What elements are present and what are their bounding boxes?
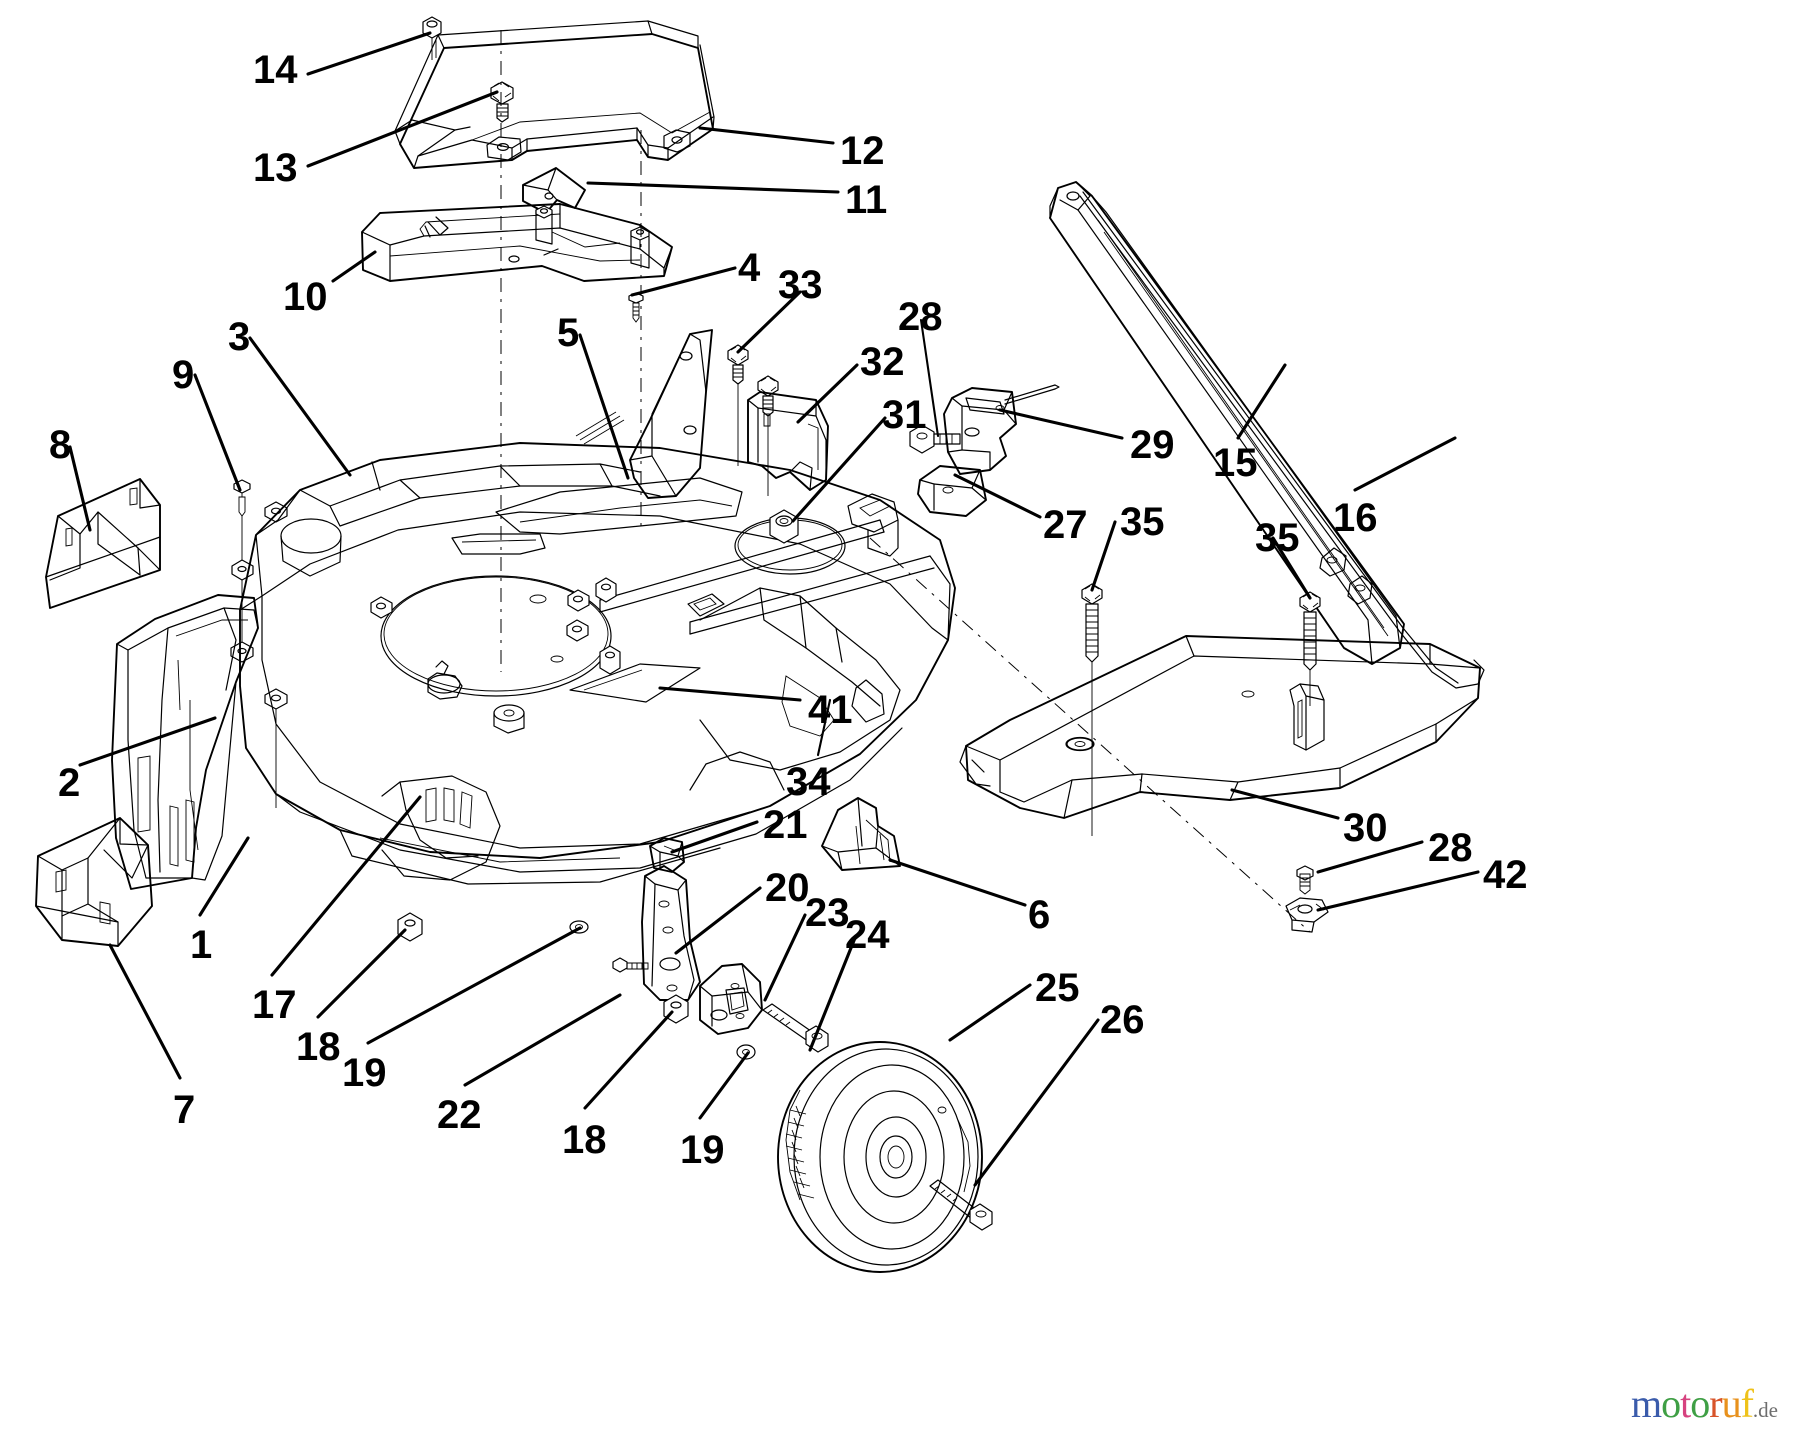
part-24-25-wheel bbox=[777, 1041, 983, 1273]
callout-5: 5 bbox=[557, 311, 580, 355]
callout-11: 11 bbox=[845, 178, 888, 222]
callout-32: 32 bbox=[860, 340, 905, 384]
part-11-deflector bbox=[522, 167, 586, 214]
callout-9: 9 bbox=[172, 353, 195, 397]
watermark-letter-t: t bbox=[1680, 1381, 1691, 1426]
callout-26: 26 bbox=[1100, 998, 1145, 1042]
part-35-bolt-left bbox=[1081, 583, 1103, 836]
callout-17: 17 bbox=[252, 983, 297, 1027]
callout-29: 29 bbox=[1130, 423, 1175, 467]
part-31-link bbox=[847, 493, 899, 557]
callout-22: 22 bbox=[437, 1093, 482, 1137]
watermark-letter-f: f bbox=[1740, 1381, 1754, 1426]
callout-25: 25 bbox=[1035, 966, 1080, 1010]
callout-34: 34 bbox=[786, 760, 831, 804]
part-21-pivot-block bbox=[649, 837, 685, 873]
part-27-latch-bracket bbox=[917, 387, 1017, 517]
callout-6: 6 bbox=[1028, 893, 1051, 937]
part-28-small-bolt bbox=[1296, 865, 1314, 895]
part-18-deck-washer bbox=[397, 912, 423, 942]
callout-3: 3 bbox=[228, 315, 251, 359]
callout-2: 2 bbox=[58, 761, 81, 805]
callout-41: 41 bbox=[808, 688, 853, 732]
part-16-rod bbox=[1079, 191, 1485, 689]
part-42-clip bbox=[1285, 897, 1329, 933]
watermark-letter-o1: o bbox=[1661, 1381, 1681, 1426]
callout-18-left: 18 bbox=[296, 1025, 341, 1069]
part-10-baffle bbox=[361, 203, 673, 282]
callout-30: 30 bbox=[1343, 806, 1388, 850]
callout-14: 14 bbox=[253, 48, 298, 92]
part-33-bolt-a bbox=[727, 344, 749, 466]
callout-27: 27 bbox=[1043, 503, 1088, 547]
part-6-right-baffle bbox=[821, 797, 901, 871]
part-8-side-baffle bbox=[45, 478, 161, 609]
part-12-rear-door bbox=[394, 20, 715, 169]
callout-28: 28 bbox=[898, 295, 943, 339]
part-26-axle-bolt bbox=[929, 1179, 993, 1231]
callout-31: 31 bbox=[882, 393, 927, 437]
callout-13: 13 bbox=[253, 146, 298, 190]
part-35-washer-left bbox=[1066, 737, 1094, 751]
watermark-letter-m: m bbox=[1631, 1381, 1662, 1426]
callout-15: 15 bbox=[1213, 441, 1258, 485]
part-32-bracket bbox=[747, 391, 829, 491]
callout-7: 7 bbox=[173, 1088, 196, 1132]
callout-20: 20 bbox=[765, 866, 810, 910]
part-15-side-bar bbox=[1049, 181, 1405, 665]
part-5-deck-bracket bbox=[575, 329, 713, 499]
callout-23: 23 bbox=[805, 891, 850, 935]
part-9-washer-b bbox=[230, 641, 254, 663]
callout-16: 16 bbox=[1333, 496, 1378, 540]
part-13-bolt bbox=[490, 81, 514, 123]
part-20-height-lever bbox=[641, 865, 701, 1001]
part-7-front-baffle bbox=[35, 817, 153, 947]
callout-28-lower: 28 bbox=[1428, 826, 1473, 870]
part-30-cover-plate bbox=[959, 635, 1481, 819]
part-1-mower-deck bbox=[239, 442, 956, 885]
callout-33: 33 bbox=[778, 263, 823, 307]
watermark-letter-o2: o bbox=[1690, 1381, 1710, 1426]
part-29-pin bbox=[1004, 384, 1060, 405]
callout-35-left: 35 bbox=[1120, 500, 1165, 544]
callout-19-left: 19 bbox=[342, 1051, 387, 1095]
watermark-letter-r: r bbox=[1709, 1381, 1722, 1426]
callout-24: 24 bbox=[845, 913, 890, 957]
leader-lines bbox=[68, 31, 1480, 1187]
callout-4: 4 bbox=[738, 246, 761, 290]
callout-21: 21 bbox=[763, 803, 808, 847]
callout-1: 1 bbox=[190, 923, 213, 967]
watermark-letter-u: u bbox=[1721, 1381, 1742, 1426]
callout-35-right: 35 bbox=[1255, 516, 1300, 560]
callout-42: 42 bbox=[1483, 853, 1528, 897]
callout-8: 8 bbox=[49, 423, 72, 467]
watermark-tld: .de bbox=[1752, 1398, 1778, 1422]
part-22-screw bbox=[612, 957, 649, 973]
part-9-screw bbox=[233, 479, 251, 566]
part-33-bolt-b bbox=[757, 375, 779, 496]
callout-12: 12 bbox=[840, 129, 885, 173]
callout-10: 10 bbox=[283, 275, 328, 319]
part-2-left-skirt bbox=[111, 594, 259, 890]
part-3-washer-lower bbox=[264, 688, 288, 808]
motoruf-watermark: motoruf.de bbox=[1631, 1384, 1778, 1424]
part-14-locknut bbox=[422, 16, 442, 60]
callout-19-right: 19 bbox=[680, 1128, 725, 1172]
callout-18-right: 18 bbox=[562, 1118, 607, 1162]
part-20-pivot-bracket bbox=[699, 963, 763, 1035]
spindle-nut bbox=[769, 509, 799, 544]
